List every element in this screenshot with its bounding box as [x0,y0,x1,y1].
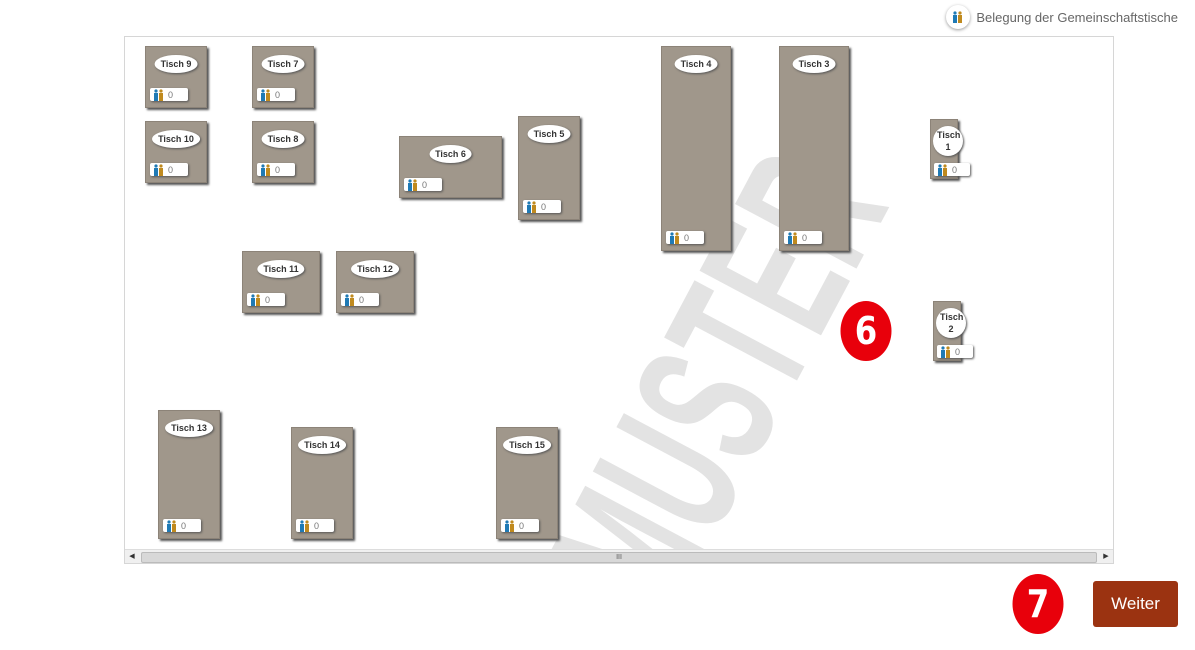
step-badge-7: 7 [1012,574,1064,634]
table-label: Tisch 7 [261,55,305,73]
table-label: Tisch 5 [527,125,571,143]
occupancy-count: 0 [802,232,808,243]
people-icon [345,293,354,306]
occupancy-badge: 0 [341,293,379,306]
table-2[interactable]: Tisch 7 0 [252,46,314,108]
table-10[interactable]: Tisch 11 0 [242,251,320,313]
table-label: Tisch 13 [165,419,213,437]
weiter-button[interactable]: Weiter [1093,581,1178,627]
table-8[interactable]: Tisch 3 0 [779,46,849,251]
table-label: Tisch 3 [792,55,836,73]
people-icon [941,345,950,358]
header-title: Belegung der Gemeinschaftstische [976,9,1178,25]
people-icon [670,231,679,244]
occupancy-count: 0 [519,520,525,531]
occupancy-count: 0 [952,164,958,175]
occupancy-badge: 0 [934,163,970,176]
people-icon [154,88,163,101]
table-15[interactable]: Tisch 15 0 [496,427,558,539]
table-4[interactable]: Tisch 8 0 [252,121,314,183]
people-icon [527,200,536,213]
occupancy-count: 0 [168,164,174,175]
occupancy-count: 0 [181,520,187,531]
table-12[interactable]: Tisch 2 0 [933,301,973,361]
table-13[interactable]: Tisch 13 0 [158,410,220,539]
table-11[interactable]: Tisch 12 0 [336,251,414,313]
occupancy-count: 0 [422,179,428,190]
people-icon [154,163,163,176]
occupancy-count: 0 [275,89,281,100]
occupancy-count: 0 [955,346,961,357]
scroll-thumb[interactable]: III [141,552,1097,563]
occupancy-badge: 0 [150,163,188,176]
occupancy-badge: 0 [257,88,295,101]
table-label: Tisch 9 [154,55,198,73]
scroll-right-arrow[interactable]: ▶ [1103,553,1109,560]
horizontal-scrollbar[interactable]: ◀ III ▶ [125,549,1113,563]
occupancy-count: 0 [168,89,174,100]
table-6[interactable]: Tisch 5 0 [518,116,580,220]
table-label: Tisch 2 [936,308,966,338]
occupancy-count: 0 [684,232,690,243]
step-badge-6: 6 [840,301,892,361]
people-icon [946,5,971,29]
table-label: Tisch 12 [351,260,399,278]
people-icon [788,231,797,244]
table-label: Tisch 8 [261,130,305,148]
people-icon [167,519,176,532]
table-5[interactable]: Tisch 6 0 [399,136,502,198]
scroll-left-arrow[interactable]: ◀ [129,553,135,560]
occupancy-count: 0 [314,520,320,531]
table-7[interactable]: Tisch 4 0 [661,46,731,251]
occupancy-count: 0 [265,294,271,305]
occupancy-badge: 0 [150,88,188,101]
table-label: Tisch 11 [257,260,305,278]
people-icon [300,519,309,532]
occupancy-badge: 0 [666,231,704,244]
people-icon [261,163,270,176]
table-label: Tisch 10 [152,130,200,148]
people-icon [505,519,514,532]
occupancy-badge: 0 [247,293,285,306]
table-14[interactable]: Tisch 14 0 [291,427,353,539]
table-1[interactable]: Tisch 9 0 [145,46,207,108]
people-icon [938,163,947,176]
people-icon [408,178,417,191]
people-icon [251,293,260,306]
occupancy-badge: 0 [257,163,295,176]
occupancy-badge: 0 [163,519,201,532]
table-label: Tisch 4 [674,55,718,73]
table-label: Tisch 15 [503,436,551,454]
occupancy-badge: 0 [523,200,561,213]
occupancy-count: 0 [275,164,281,175]
occupancy-badge: 0 [501,519,539,532]
occupancy-count: 0 [359,294,365,305]
table-label: Tisch 1 [933,126,963,156]
occupancy-badge: 0 [404,178,442,191]
header: Belegung der Gemeinschaftstische [946,5,1178,29]
table-label: Tisch 14 [298,436,346,454]
table-9[interactable]: Tisch 1 0 [930,119,970,179]
occupancy-badge: 0 [784,231,822,244]
people-icon [261,88,270,101]
table-3[interactable]: Tisch 10 0 [145,121,207,183]
table-label: Tisch 6 [429,145,472,163]
occupancy-badge: 0 [937,345,973,358]
occupancy-badge: 0 [296,519,334,532]
occupancy-count: 0 [541,201,547,212]
